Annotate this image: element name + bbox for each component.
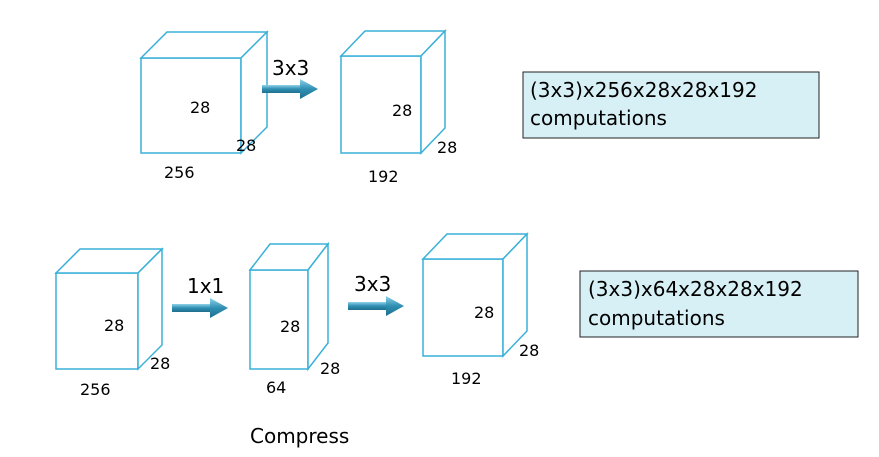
top-output-width-label: 28	[437, 138, 457, 157]
bottom-middle-cube	[248, 241, 330, 372]
bottom-arrow2-label: 3x3	[354, 272, 391, 296]
bottom-arrow1-label: 1x1	[187, 274, 224, 298]
top-output-cube	[339, 29, 447, 155]
top-computations-box: (3x3)x256x28x28x192 computations	[522, 71, 820, 139]
top-arrow-label: 3x3	[272, 56, 309, 80]
top-output-height-label: 28	[392, 101, 412, 120]
bottom-output-cube	[421, 232, 529, 358]
bottom-input-width-label: 28	[150, 354, 170, 373]
bottom-output-width-label: 28	[519, 341, 539, 360]
bottom-input-height-label: 28	[104, 316, 124, 335]
bottom-middle-depth-label: 64	[266, 378, 286, 397]
top-computations-formula: (3x3)x256x28x28x192	[530, 78, 757, 102]
bottom-input-depth-label: 256	[80, 380, 111, 399]
bottom-output-height-label: 28	[474, 303, 494, 322]
bottom-middle-height-label: 28	[280, 317, 300, 336]
top-input-width-label: 28	[236, 136, 256, 155]
bottom-computations-formula: (3x3)x64x28x28x192	[588, 277, 803, 301]
bottom-arrow-1	[172, 298, 228, 318]
top-computations-label: computations	[530, 106, 667, 130]
top-input-height-label: 28	[190, 98, 210, 117]
top-input-depth-label: 256	[164, 163, 195, 182]
top-output-depth-label: 192	[368, 167, 399, 186]
top-input-cube	[139, 30, 269, 155]
bottom-output-depth-label: 192	[451, 369, 482, 388]
bottom-input-cube	[54, 247, 164, 371]
compress-caption: Compress	[250, 424, 349, 448]
bottom-arrow-2	[348, 296, 404, 316]
bottom-computations-label: computations	[588, 306, 725, 330]
top-arrow	[262, 79, 318, 99]
bottom-middle-width-label: 28	[320, 359, 340, 378]
bottom-computations-box: (3x3)x64x28x28x192 computations	[579, 270, 859, 338]
